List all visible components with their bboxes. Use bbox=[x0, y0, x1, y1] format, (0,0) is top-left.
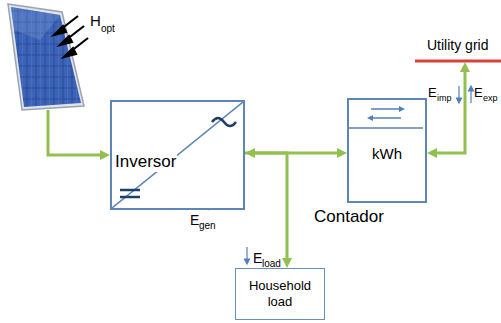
dc-wire bbox=[48, 110, 101, 155]
inverter-box: Inversor bbox=[110, 100, 245, 210]
grid-line bbox=[415, 60, 501, 63]
symbol-label: E bbox=[190, 213, 199, 227]
wire-arrowhead bbox=[100, 150, 110, 160]
inverter-label: Inversor bbox=[114, 153, 177, 172]
connector-line bbox=[245, 153, 287, 260]
symbol-label: E bbox=[474, 86, 483, 99]
grid-label: Utility grid bbox=[427, 38, 488, 53]
arrowhead bbox=[337, 148, 347, 158]
load-label: Household load bbox=[240, 278, 320, 311]
symbol-label: E bbox=[428, 86, 437, 99]
symbol-label: E bbox=[253, 251, 262, 265]
power-line bbox=[427, 62, 470, 158]
meter-box: kWhContador bbox=[347, 98, 427, 203]
arrowhead bbox=[282, 258, 292, 268]
subscript-label: gen bbox=[199, 221, 216, 231]
solar-panel bbox=[8, 4, 84, 110]
utility-grid: Utility grid bbox=[415, 36, 501, 60]
subscript-label: exp bbox=[483, 94, 498, 103]
connector-line bbox=[435, 70, 465, 153]
power-line bbox=[245, 153, 292, 268]
symbol-label: H bbox=[90, 13, 101, 28]
load-box: Household load bbox=[235, 268, 325, 320]
arrowhead bbox=[427, 148, 437, 158]
sunlight-arrows bbox=[54, 16, 88, 57]
subscript-label: opt bbox=[101, 24, 115, 34]
subscript-label: load bbox=[262, 259, 281, 269]
arrowhead bbox=[460, 62, 470, 72]
subscript-label: imp bbox=[437, 94, 452, 103]
meter-label: Contador bbox=[313, 208, 385, 227]
meter-unit: kWh bbox=[349, 146, 425, 163]
